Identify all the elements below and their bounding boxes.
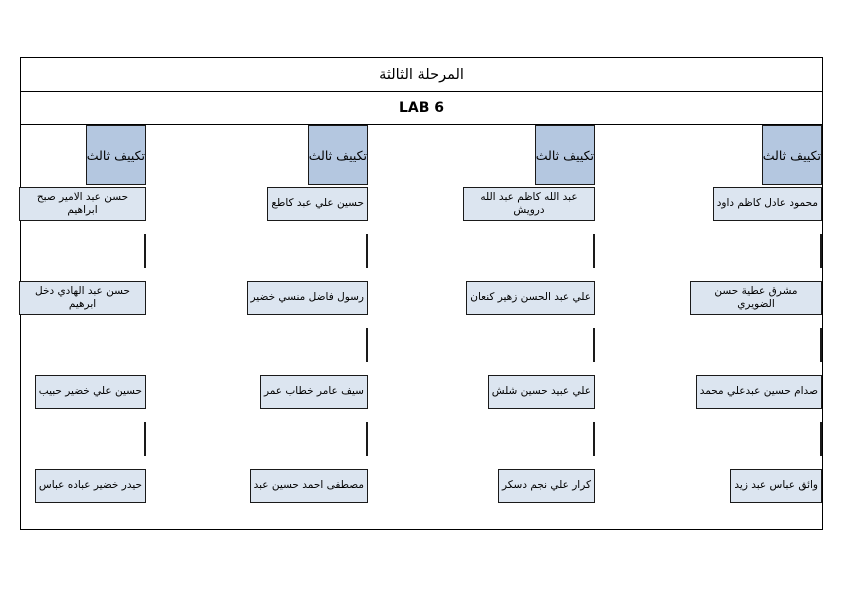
roster-cell-empty[interactable] — [366, 328, 368, 362]
column-header-1: تكييف ثالث — [761, 125, 822, 185]
roster-cell-empty[interactable] — [144, 422, 146, 456]
roster-cell-empty[interactable] — [820, 422, 822, 456]
roster-cell-empty[interactable] — [144, 234, 146, 268]
document-title-row: المرحلة الثالثة — [21, 58, 822, 92]
student-name: حيدر خضير عباده عباس — [38, 479, 142, 492]
roster-grid: تكييف ثالث محمود عادل كاظم داود مشرق عطي… — [19, 125, 822, 529]
roster-cell-empty[interactable] — [593, 328, 595, 362]
column-header-label: تكييف ثالث — [535, 147, 594, 163]
roster-cell[interactable]: مصطفى احمد حسين عبد — [249, 469, 368, 503]
roster-cell[interactable]: علي عبد الحسن زهير كنعان — [466, 281, 595, 315]
student-name: عبد الله كاظم عبد الله درويش — [480, 190, 578, 216]
roster-cell[interactable]: حيدر خضير عباده عباس — [34, 469, 146, 503]
student-name: محمود عادل كاظم داود — [716, 197, 818, 210]
roster-cell-empty[interactable] — [820, 234, 822, 268]
roster-cell[interactable]: مشرق عطية حسن الضويري — [690, 281, 822, 315]
student-name: وائق عباس عبد زيد — [734, 479, 818, 492]
column-header-label: تكييف ثالث — [86, 147, 145, 163]
student-name: سيف عامر خطاب عمر — [263, 385, 364, 398]
roster-cell[interactable]: صدام حسين عبدعلي محمد — [695, 375, 822, 409]
roster-cell[interactable]: حسين علي عبد كاطع — [267, 187, 368, 221]
student-name: مشرق عطية حسن الضويري — [714, 284, 798, 310]
roster-cell[interactable]: وائق عباس عبد زيد — [730, 469, 822, 503]
lab-label: LAB 6 — [398, 100, 445, 116]
student-name: علي عبيد حسين شلش — [491, 385, 591, 398]
roster-cell-empty[interactable] — [820, 328, 822, 362]
student-name: علي عبد الحسن زهير كنعان — [470, 291, 591, 304]
roster-cell-empty[interactable] — [366, 234, 368, 268]
student-name: مصطفى احمد حسين عبد — [253, 479, 364, 492]
column-header-3: تكييف ثالث — [307, 125, 368, 185]
student-name: صدام حسين عبدعلي محمد — [699, 385, 818, 398]
student-name: حسن عبد الهادي دخل ابرهيم — [35, 284, 130, 310]
roster-cell[interactable]: محمود عادل كاظم داود — [712, 187, 822, 221]
roster-cell[interactable]: حسن عبد الامير صبح ابراهيم — [19, 187, 146, 221]
page-title: المرحلة الثالثة — [379, 66, 464, 83]
roster-cell[interactable]: حسين علي خضير حبيب — [34, 375, 146, 409]
roster-cell[interactable]: سيف عامر خطاب عمر — [259, 375, 368, 409]
roster-cell-empty[interactable] — [366, 422, 368, 456]
roster-cell-empty[interactable] — [593, 234, 595, 268]
column-header-label: تكييف ثالث — [308, 147, 367, 163]
roster-cell[interactable]: علي عبيد حسين شلش — [487, 375, 595, 409]
student-name: رسول فاضل منسي خضير — [250, 291, 365, 304]
student-roster-sheet: المرحلة الثالثة LAB 6 تكييف ثالث محمود ع… — [19, 57, 823, 530]
roster-cell[interactable]: حسن عبد الهادي دخل ابرهيم — [19, 281, 146, 315]
column-header-label: تكييف ثالث — [762, 147, 821, 163]
roster-cell[interactable]: كرار علي نجم دسكر — [497, 469, 595, 503]
document-subtitle-row: LAB 6 — [21, 92, 822, 125]
student-name: كرار علي نجم دسكر — [501, 479, 591, 492]
column-header-4: تكييف ثالث — [85, 125, 146, 185]
student-name: حسين علي خضير حبيب — [38, 385, 142, 398]
column-header-2: تكييف ثالث — [534, 125, 595, 185]
roster-cell[interactable]: رسول فاضل منسي خضير — [246, 281, 368, 315]
student-name: حسن عبد الامير صبح ابراهيم — [36, 190, 129, 216]
roster-cell-empty[interactable] — [593, 422, 595, 456]
student-name: حسين علي عبد كاطع — [271, 197, 364, 210]
roster-cell[interactable]: عبد الله كاظم عبد الله درويش — [463, 187, 595, 221]
